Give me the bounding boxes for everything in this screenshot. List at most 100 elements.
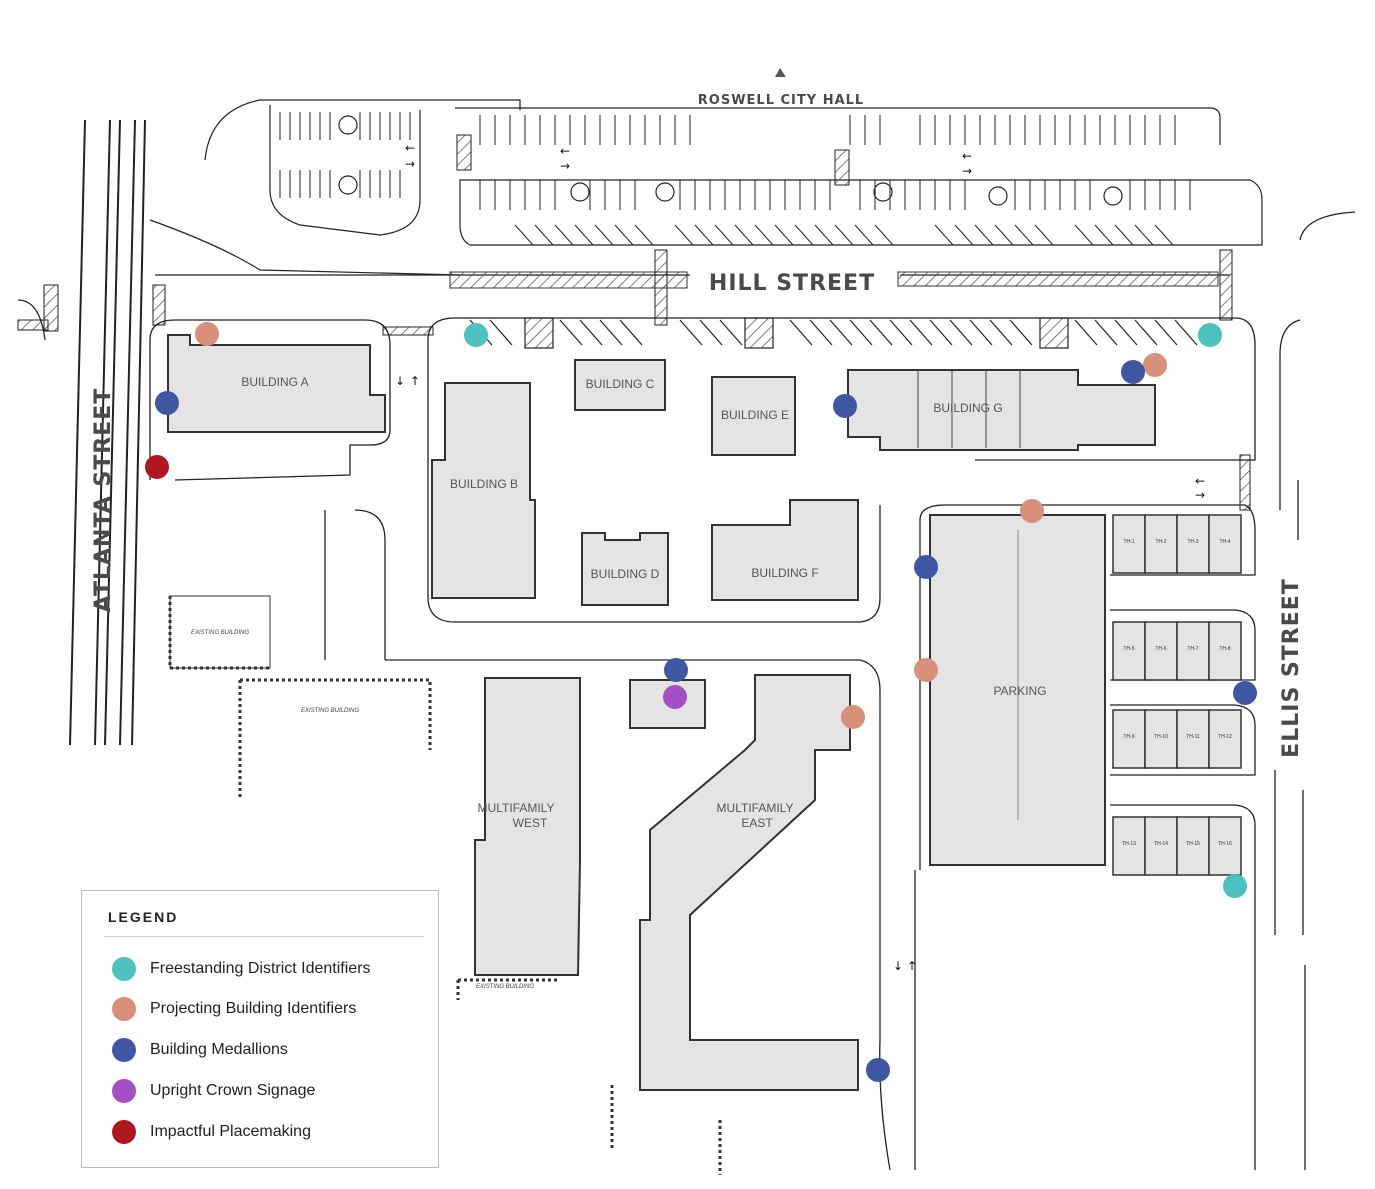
svg-text:→: → bbox=[1195, 488, 1205, 502]
townhome-unit bbox=[1208, 621, 1242, 681]
marker-projecting bbox=[841, 705, 865, 729]
legend-panel: LEGEND Freestanding District Identifiers… bbox=[81, 890, 439, 1168]
townhome-label: TH-5 bbox=[1123, 646, 1134, 652]
legend-label: Upright Crown Signage bbox=[150, 1082, 316, 1099]
parking-garage: PARKING bbox=[929, 514, 1106, 866]
hill-street-diagonal-parking bbox=[469, 317, 1198, 349]
legend-label: Impactful Placemaking bbox=[150, 1123, 311, 1140]
townhome-label: TH-1 bbox=[1123, 539, 1134, 545]
legend-label: Projecting Building Identifiers bbox=[150, 1000, 357, 1017]
teal-dot-icon bbox=[112, 957, 136, 981]
townhome-label: TH-9 bbox=[1123, 734, 1134, 740]
hill-street-label: HILL STREET bbox=[709, 271, 875, 296]
townhome-unit bbox=[1208, 709, 1242, 769]
purple-dot-icon bbox=[112, 1079, 136, 1103]
svg-text:←: ← bbox=[405, 141, 415, 155]
svg-text:BUILDING E: BUILDING E bbox=[721, 408, 789, 422]
townhome-unit bbox=[1144, 816, 1178, 876]
salmon-dot-icon bbox=[112, 997, 136, 1021]
marker-medallion bbox=[664, 658, 688, 682]
townhome-label: TH-10 bbox=[1154, 734, 1168, 740]
hill-street-median-east bbox=[897, 271, 1219, 287]
marker-medallion bbox=[1121, 360, 1145, 384]
townhome-label: TH-8 bbox=[1219, 646, 1230, 652]
svg-text:BUILDING A: BUILDING A bbox=[241, 375, 308, 389]
building-e: BUILDING E bbox=[711, 376, 796, 456]
building-a: BUILDING A bbox=[167, 334, 386, 433]
svg-text:WEST: WEST bbox=[513, 816, 548, 830]
townhome-unit bbox=[1176, 621, 1210, 681]
svg-text:↑: ↑ bbox=[410, 374, 420, 388]
legend-item-projecting: Projecting Building Identifiers bbox=[112, 997, 356, 1021]
ellis-street-label: ELLIS STREET bbox=[1279, 578, 1304, 758]
svg-text:↑: ↑ bbox=[907, 959, 917, 973]
marker-projecting bbox=[914, 658, 938, 682]
svg-text:↓: ↓ bbox=[893, 959, 903, 973]
upper-parking-lot bbox=[149, 99, 1263, 276]
svg-text:←: ← bbox=[962, 149, 972, 163]
townhome-unit bbox=[1112, 816, 1146, 876]
svg-text:EXISTING BUILDING: EXISTING BUILDING bbox=[476, 984, 534, 990]
traffic-arrows: ←→ ←→ ←→ ←→ ↓↑ ↓↑ bbox=[395, 141, 1205, 973]
marker-projecting bbox=[1020, 499, 1044, 523]
existing-buildings: EXISTING BUILDING EXISTING BUILDING EXIS… bbox=[168, 595, 722, 1175]
svg-text:BUILDING D: BUILDING D bbox=[591, 567, 660, 581]
legend-label: Building Medallions bbox=[150, 1041, 288, 1058]
marker-medallion bbox=[1233, 681, 1257, 705]
legend-item-placemaking: Impactful Placemaking bbox=[112, 1120, 311, 1144]
multifamily-east: MULTIFAMILY EAST bbox=[639, 674, 859, 1091]
building-b: BUILDING B bbox=[431, 382, 536, 599]
marker-placemaking bbox=[145, 455, 169, 479]
atlanta-street-lanes bbox=[69, 119, 146, 746]
svg-text:EXISTING BUILDING: EXISTING BUILDING bbox=[191, 630, 249, 636]
hill-street-median-west bbox=[449, 271, 688, 289]
townhome-label: TH-14 bbox=[1154, 841, 1168, 847]
svg-text:PARKING: PARKING bbox=[993, 684, 1046, 698]
svg-text:←: ← bbox=[1195, 474, 1205, 488]
legend-item-crown: Upright Crown Signage bbox=[112, 1079, 315, 1103]
north-arrow-icon bbox=[775, 68, 786, 77]
blue-dot-icon bbox=[112, 1038, 136, 1062]
townhome-label: TH-3 bbox=[1187, 539, 1198, 545]
townhome-label: TH-12 bbox=[1218, 734, 1232, 740]
svg-text:→: → bbox=[560, 159, 570, 173]
multifamily-west: MULTIFAMILY WEST bbox=[474, 677, 581, 976]
svg-text:BUILDING C: BUILDING C bbox=[586, 377, 655, 391]
atlanta-street-label: ATLANTA STREET bbox=[91, 388, 116, 613]
svg-text:↓: ↓ bbox=[395, 374, 405, 388]
legend-item-freestanding: Freestanding District Identifiers bbox=[112, 957, 371, 981]
svg-text:MULTIFAMILY: MULTIFAMILY bbox=[478, 801, 555, 815]
svg-text:EXISTING BUILDING: EXISTING BUILDING bbox=[301, 708, 359, 714]
building-g: BUILDING G bbox=[847, 369, 1156, 451]
townhome-unit bbox=[1176, 816, 1210, 876]
marker-medallion bbox=[866, 1058, 890, 1082]
building-d: BUILDING D bbox=[581, 532, 669, 606]
parking-stalls-upper bbox=[279, 112, 1191, 246]
townhome-unit bbox=[1208, 514, 1242, 574]
townhome-label: TH-7 bbox=[1187, 646, 1198, 652]
townhome-unit bbox=[1176, 709, 1210, 769]
townhome-unit bbox=[1112, 709, 1146, 769]
svg-text:BUILDING F: BUILDING F bbox=[751, 566, 818, 580]
townhome-unit bbox=[1144, 514, 1178, 574]
townhome-label: TH-16 bbox=[1218, 841, 1232, 847]
marker-freestanding bbox=[1198, 323, 1222, 347]
marker-crown bbox=[663, 685, 687, 709]
building-c: BUILDING C bbox=[574, 359, 666, 411]
sign-markers bbox=[145, 322, 1257, 1082]
marker-projecting bbox=[195, 322, 219, 346]
townhome-label: TH-15 bbox=[1186, 841, 1200, 847]
legend-divider bbox=[104, 936, 424, 937]
townhome-label: TH-13 bbox=[1122, 841, 1136, 847]
red-dot-icon bbox=[112, 1120, 136, 1144]
legend-label: Freestanding District Identifiers bbox=[150, 960, 371, 977]
svg-text:→: → bbox=[962, 164, 972, 178]
roswell-city-hall-label: ROSWELL CITY HALL bbox=[698, 93, 864, 108]
townhome-label: TH-4 bbox=[1219, 539, 1230, 545]
townhome-unit bbox=[1208, 816, 1242, 876]
svg-text:BUILDING G: BUILDING G bbox=[933, 401, 1002, 415]
townhome-unit bbox=[1144, 709, 1178, 769]
townhome-unit bbox=[1112, 621, 1146, 681]
townhome-label: TH-11 bbox=[1186, 734, 1200, 740]
